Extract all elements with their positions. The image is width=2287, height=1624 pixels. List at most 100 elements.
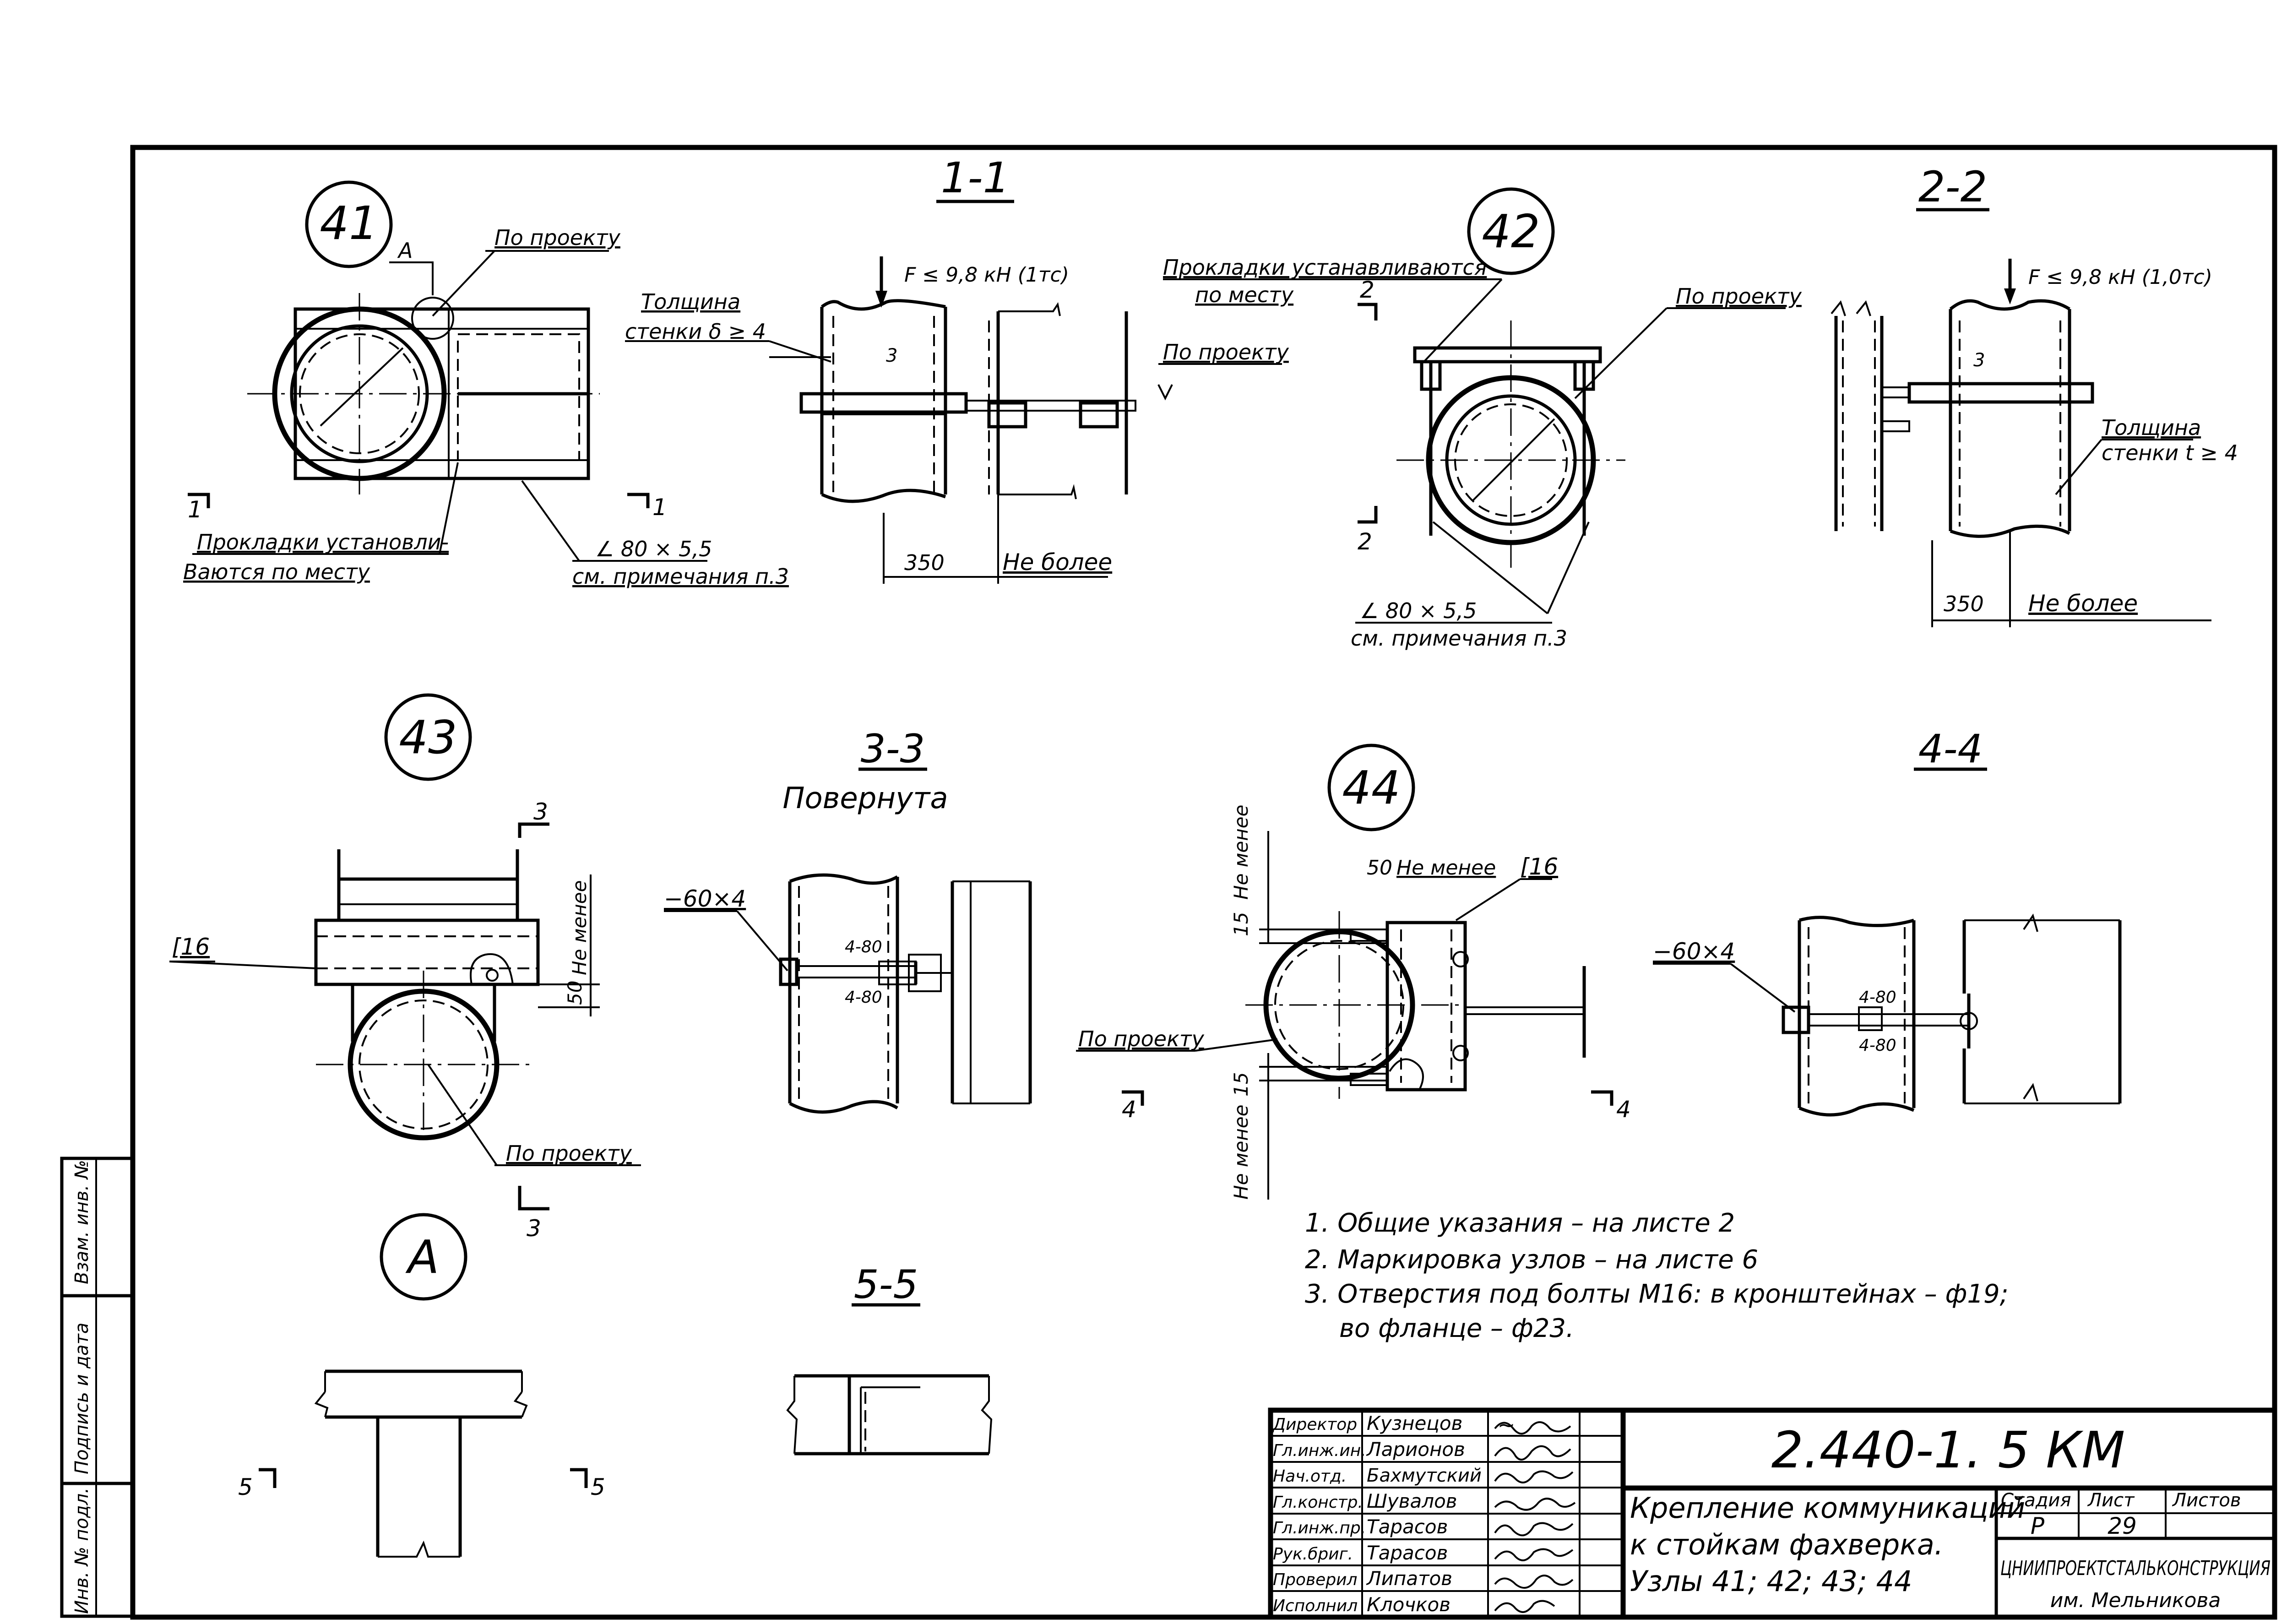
node-42-view: 42 Прокладки устанавливаются по месту 2 … (1163, 187, 1802, 651)
tb-sheet-label: Лист (2087, 1490, 2135, 1511)
node-44-d15-bottom: 15 (1230, 1072, 1252, 1097)
node-44-view: 44 50 Не менее [16 15 Не менее По проект… (1076, 744, 1631, 1200)
section-2-2-tolsh-a: Толщина (2102, 415, 2201, 440)
tb-title-3: Узлы 41; 42; 43; 44 (1630, 1564, 1912, 1598)
node-a-label: А (405, 1230, 439, 1284)
section-3-3-view: 3-3 Повернута 4-80 4-80 −60×4 (664, 726, 1032, 1114)
tb-sheet: 29 (2108, 1513, 2137, 1539)
node-44-d50: 50 (1367, 856, 1392, 880)
section-5-5-view: 5-5 (786, 1262, 993, 1456)
stamp-vzam: Взам. инв. № (71, 1160, 92, 1284)
node-42-prokl-b: по месту (1195, 282, 1294, 307)
node-41-cut-right: 1 (652, 494, 667, 521)
node-44-c16: [16 (1520, 853, 1558, 880)
node-41-prokl-b: Ваются по месту (183, 559, 370, 584)
section-1-1-force: F ≤ 9,8 кН (1тс) (904, 263, 1069, 287)
node-a-circle (380, 1213, 467, 1301)
node-44-cut-left: 4 (1122, 1096, 1136, 1123)
node-44-proektu: По проекту (1078, 1027, 1205, 1051)
sheet-frame (130, 145, 2277, 1620)
tb-role-7: Проверил (1273, 1570, 1358, 1589)
tb-name-3: Бахмутский (1367, 1465, 1482, 1486)
node-43-c16: [16 (172, 934, 210, 960)
node-41-prokl-a: Прокладки установли- (197, 530, 449, 554)
section-2-2-tolsh-b: стенки t ≥ 4 (2102, 440, 2238, 465)
node-43-cut-bottom: 3 (527, 1215, 541, 1242)
node-43-cut-top: 3 (533, 798, 548, 825)
section-3-3-bolt-bottom: 4-80 (845, 988, 882, 1007)
node-42-proektu: По проекту (1676, 284, 1802, 309)
tb-sheets-label: Листов (2172, 1490, 2241, 1511)
node-43-proektu: По проекту (506, 1141, 632, 1166)
sig-1: ~ (1498, 1412, 1516, 1437)
node-42-angle: ∠ 80 × 5,5 (1360, 598, 1477, 623)
node-a-cut-right: 5 (591, 1474, 605, 1500)
section-4-4-bolt-bottom: 4-80 (1859, 1036, 1896, 1055)
tb-name-2: Ларионов (1366, 1438, 1465, 1461)
node-41-label-proektu: По проекту (494, 225, 621, 250)
node-44-circle (1327, 744, 1415, 831)
section-4-4-title: 4-4 (1918, 726, 1983, 772)
node-43-circle (384, 693, 472, 781)
tb-name-4: Шувалов (1367, 1490, 1457, 1512)
section-1-1-weld3: 3 (886, 345, 897, 366)
node-41-label: 41 (320, 196, 378, 250)
section-2-2-view: 2-2 F ≤ 9,8 кН (1,0тс) 3 Толщина стенки … (1831, 163, 2238, 627)
section-1-1-ne-bolee: Не более (1003, 549, 1112, 576)
tb-org-sub: им. Мельникова (2050, 1589, 2221, 1612)
section-3-3-plate: −60×4 (664, 885, 746, 912)
section-1-1-proektu: По проекту (1163, 340, 1289, 364)
node-42-cut-bottom: 2 (1358, 528, 1372, 555)
section-2-2-dim350: 350 (1944, 592, 1984, 616)
node-a-view: А 5 5 (238, 1213, 605, 1558)
tb-name-7: Липатов (1366, 1567, 1452, 1590)
section-2-2-weld3: 3 (1973, 350, 1985, 371)
tb-name-1: Кузнецов (1367, 1412, 1462, 1434)
tb-stage: Р (2031, 1513, 2045, 1539)
tb-role-4: Гл.констр. (1273, 1493, 1363, 1512)
node-44-label: 44 (1342, 761, 1400, 815)
node-44-ne-menee-vert-top: Не менее (1230, 805, 1252, 900)
node-43-view: 43 3 [16 50 Не менее По проекту 3 (169, 693, 641, 1242)
title-block: ~ Директор Гл.инж.ин. Нач.отд. Гл.констр… (1268, 1407, 2277, 1620)
tb-code: 2.440-1. 5 КМ (1771, 1421, 2125, 1479)
tb-name-5: Тарасов (1367, 1515, 1448, 1538)
note-1: 1. Общие указания – на листе 2 (1305, 1208, 1735, 1238)
node-41-view: 41 А По проекту 1 1 Прокладки установли-… (183, 180, 789, 589)
section-1-1-dim350: 350 (904, 550, 945, 575)
general-notes: 1. Общие указания – на листе 2 2. Маркир… (1305, 1208, 2009, 1343)
stamp-podpis: Подпись и дата (71, 1323, 92, 1474)
node-42-prokl-a: Прокладки устанавливаются (1163, 255, 1487, 280)
tb-name-8: Клочков (1367, 1593, 1450, 1616)
section-2-2-force: F ≤ 9,8 кН (1,0тс) (2028, 266, 2212, 289)
side-stamp: Инв. № подл. Подпись и дата Взам. инв. № (60, 1157, 135, 1618)
section-1-1-view: 1-1 F ≤ 9,8 кН (1тс) 3 Толщина стенки δ … (625, 153, 1289, 584)
node-44-d15-top: 15 (1230, 912, 1252, 936)
section-3-3-title: 3-3 (861, 726, 925, 772)
section-4-4-bolt-top: 4-80 (1859, 988, 1896, 1007)
node-44-cut-right: 4 (1616, 1096, 1631, 1123)
stamp-inv-podl: Инв. № подл. (71, 1488, 92, 1614)
node-42-label: 42 (1482, 205, 1540, 258)
node-43-label: 43 (399, 711, 457, 764)
node-42-circle (1467, 187, 1555, 275)
node-41-A-mark: А (397, 238, 413, 263)
section-5-5-title: 5-5 (854, 1262, 918, 1308)
node-44-ne-menee-vert-bottom: Не менее (1230, 1105, 1252, 1200)
node-43-ne-menee: Не менее (568, 880, 591, 975)
tb-role-8: Исполнил (1273, 1597, 1358, 1615)
node-42-sm-prim: см. примечания п.3 (1351, 626, 1567, 651)
node-a-cut-left: 5 (238, 1474, 253, 1500)
node-42-cut-top: 2 (1360, 277, 1374, 303)
section-3-3-bolt-top: 4-80 (845, 938, 882, 956)
tb-role-6: Рук.бриг. (1273, 1545, 1353, 1564)
node-44-ne-menee-top: Не менее (1396, 856, 1496, 880)
signatures (1494, 1421, 1576, 1613)
tb-title-1: Крепление коммуникаций (1630, 1491, 2025, 1525)
section-4-4-view: 4-4 4-80 4-80 −60×4 (1653, 726, 2122, 1117)
tb-org: ЦНИИПРОЕКТСТАЛЬКОНСТРУКЦИЯ (2000, 1557, 2271, 1580)
tb-role-1: Директор (1272, 1415, 1357, 1434)
tb-stage-label: Стадия (2001, 1490, 2071, 1511)
node-43-d50: 50 (564, 981, 586, 1005)
